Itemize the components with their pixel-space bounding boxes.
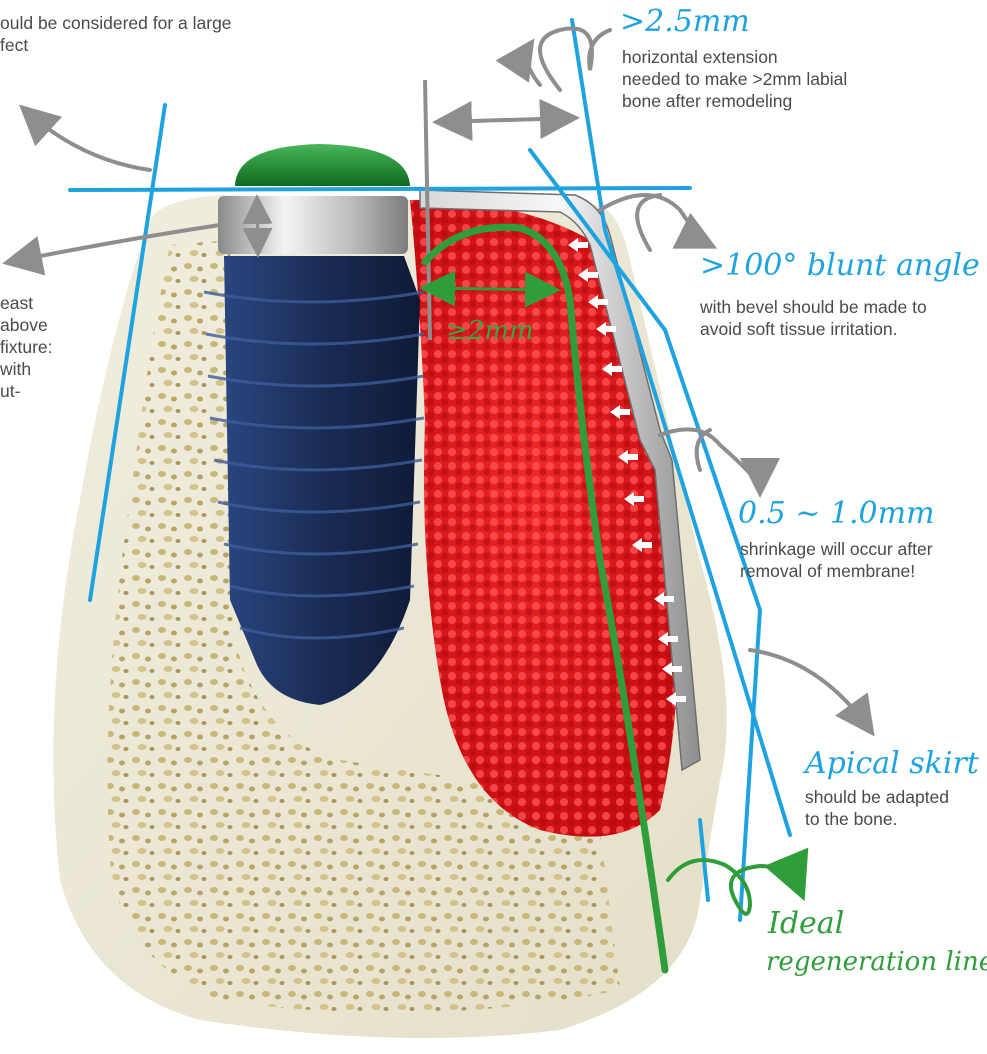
- left-partial-text: east above fixture: with ut-: [0, 292, 53, 402]
- healing-cap: [235, 144, 410, 186]
- dimension-label: ≥2mm: [446, 316, 534, 346]
- extension-description: horizontal extension needed to make >2mm…: [622, 46, 847, 112]
- angle-description: with bevel should be made to avoid soft …: [700, 296, 927, 340]
- double-headed-arrow-icon: [257, 200, 258, 252]
- regeneration-title-line2: regeneration line: [766, 946, 987, 978]
- double-headed-arrow-icon: [428, 288, 552, 290]
- regeneration-title-line1: Ideal: [768, 908, 844, 940]
- angle-title: >100° blunt angle: [700, 250, 980, 282]
- top-left-partial-text: ould be considered for a large fect: [0, 12, 232, 56]
- double-headed-arrow-icon: [440, 118, 572, 122]
- shrinkage-description: shrinkage will occur after removal of me…: [740, 538, 933, 582]
- extension-value: >2.5mm: [620, 6, 750, 38]
- skirt-title: Apical skirt: [805, 748, 979, 780]
- skirt-description: should be adapted to the bone.: [805, 786, 949, 830]
- shrinkage-value: 0.5 ~ 1.0mm: [738, 498, 935, 530]
